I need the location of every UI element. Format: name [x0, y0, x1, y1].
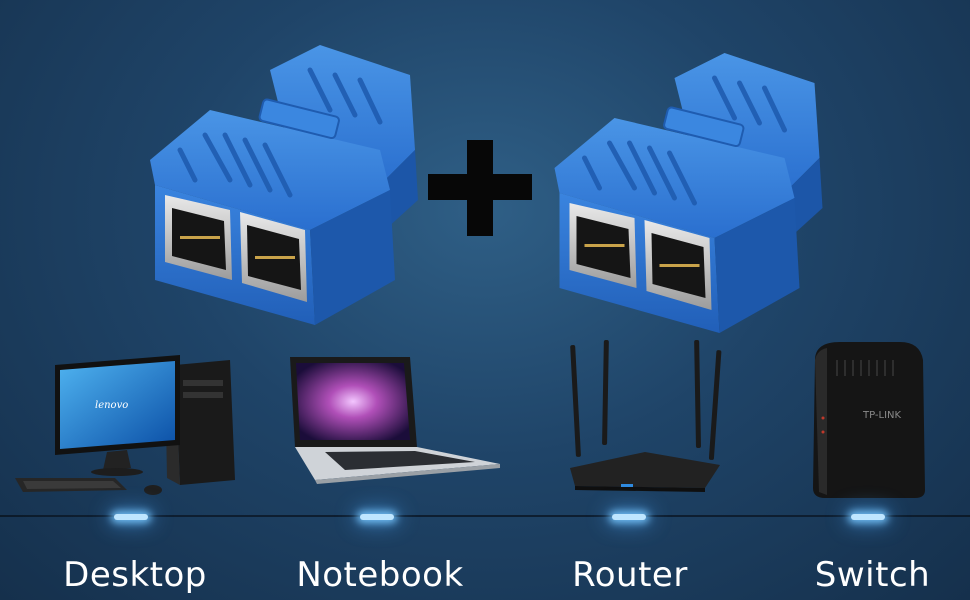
router-label: Router	[572, 555, 688, 595]
rj45-splitter-adapter-right	[554, 53, 823, 333]
plus-sign	[428, 140, 532, 236]
switch-brand-text: TP-LINK	[862, 410, 902, 421]
switch-label: Switch	[814, 555, 931, 595]
desktop-computer-icon: lenovo	[15, 355, 235, 495]
notebook-glow-marker	[360, 514, 394, 520]
notebook-laptop-icon	[290, 357, 500, 484]
network-switch-icon: TP-LINK	[813, 342, 925, 498]
desktop-label: Desktop	[63, 555, 207, 595]
desktop-glow-marker	[114, 514, 148, 520]
device-baseline	[0, 515, 970, 517]
rj45-splitter-adapter-left	[150, 45, 418, 325]
notebook-label: Notebook	[296, 555, 464, 595]
router-icon	[570, 340, 722, 492]
router-glow-marker	[612, 514, 646, 520]
switch-glow-marker	[851, 514, 885, 520]
monitor-brand-text: lenovo	[95, 400, 128, 411]
